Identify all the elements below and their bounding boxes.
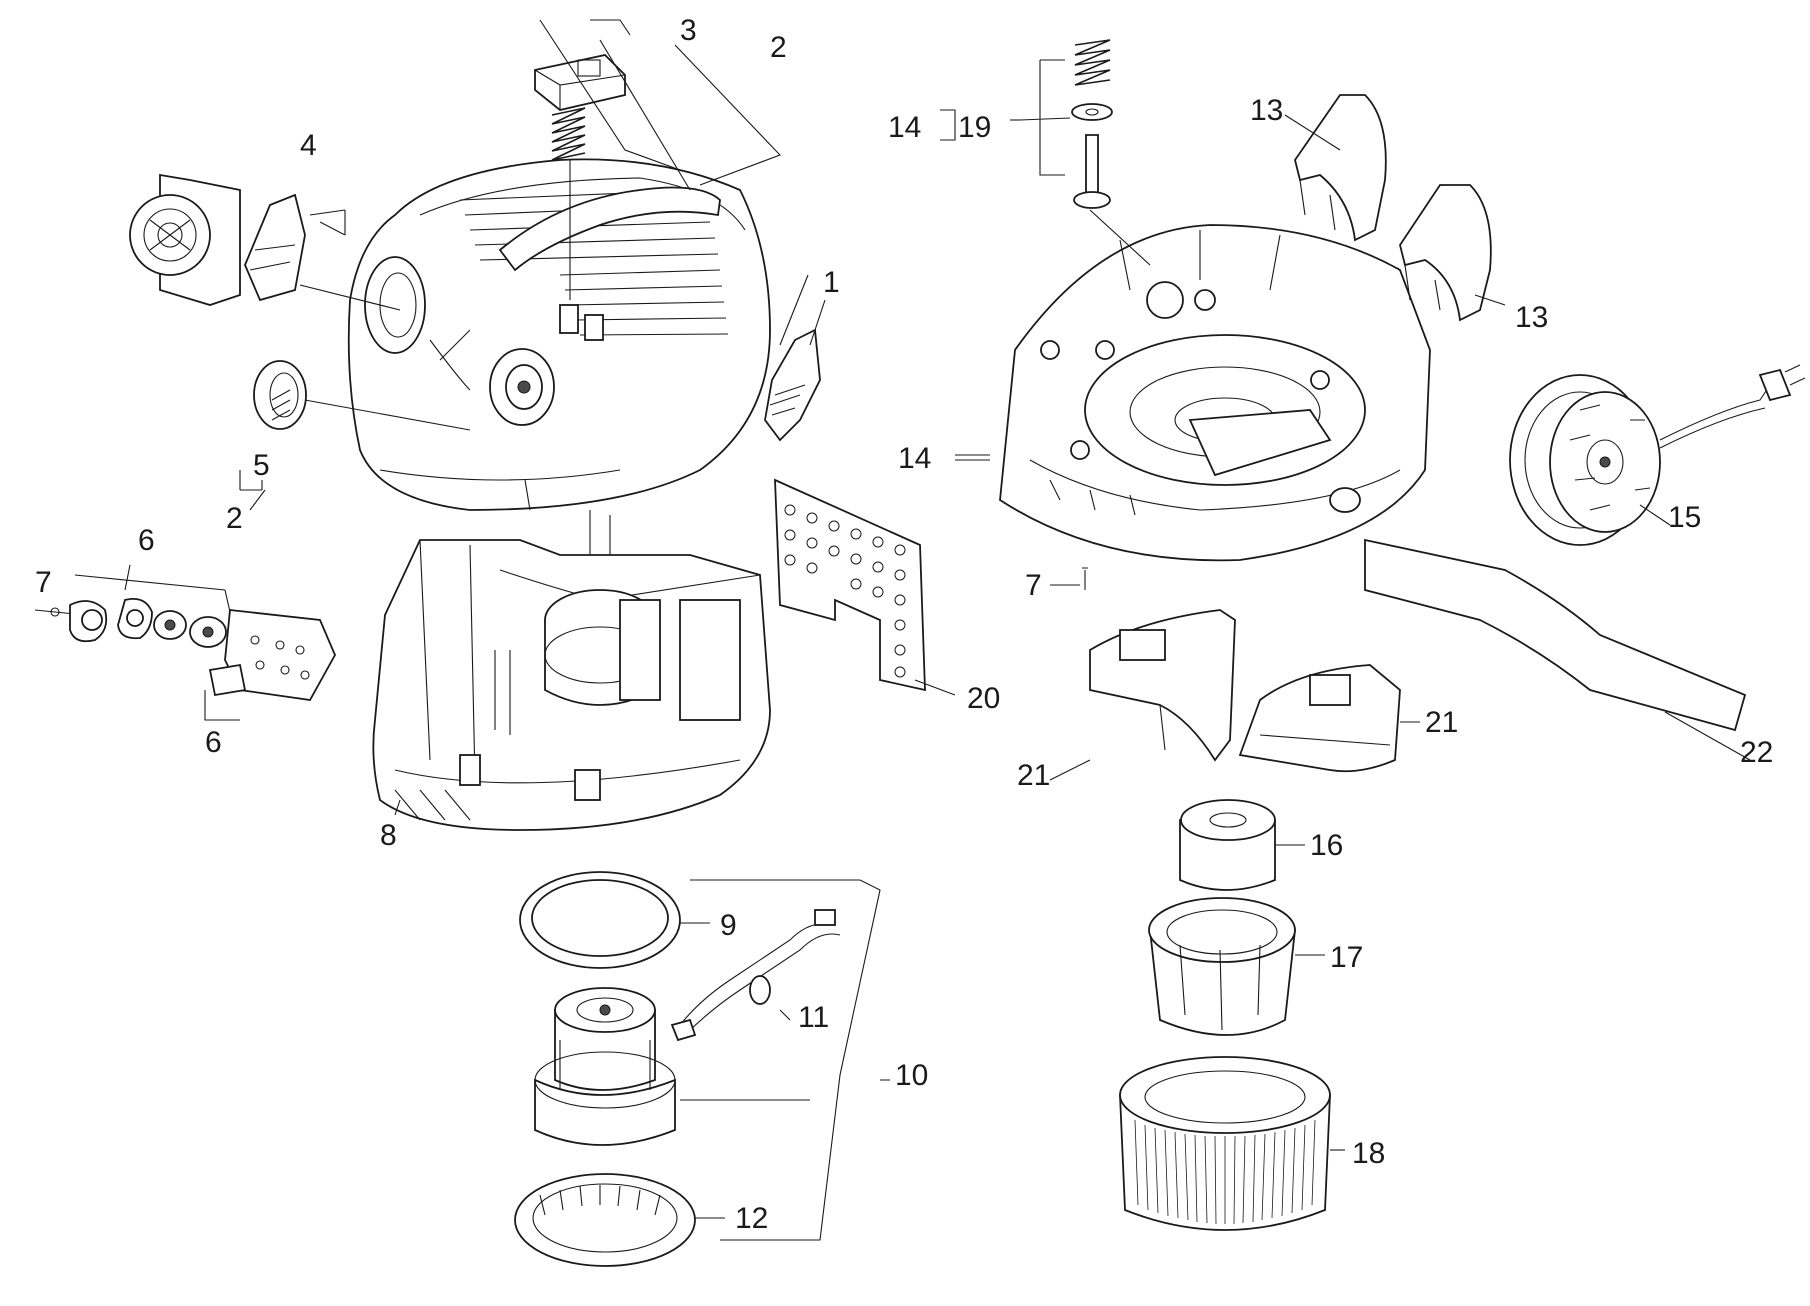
lower-housing bbox=[372, 510, 771, 831]
label-5: 5 bbox=[253, 449, 270, 482]
label-6-bottom: 6 bbox=[205, 726, 222, 759]
blower-assembly bbox=[129, 173, 401, 311]
label-21-left: 21 bbox=[1017, 759, 1050, 792]
label-7-left: 7 bbox=[35, 566, 52, 599]
label-19: 19 bbox=[958, 111, 991, 144]
label-17: 17 bbox=[1330, 941, 1363, 974]
label-13-top: 13 bbox=[1250, 94, 1283, 127]
label-12: 12 bbox=[735, 1202, 768, 1235]
switch-assembly bbox=[34, 574, 337, 721]
label-16: 16 bbox=[1310, 829, 1343, 862]
label-6-top: 6 bbox=[138, 524, 155, 557]
foam-filter bbox=[774, 478, 956, 696]
seal-strip bbox=[1364, 538, 1751, 761]
top-housing bbox=[347, 158, 771, 511]
label-4: 4 bbox=[300, 129, 317, 162]
filter-basket bbox=[1148, 897, 1325, 1036]
group-bracket-10 bbox=[690, 879, 890, 1241]
label-20: 20 bbox=[967, 682, 1000, 715]
label-1: 1 bbox=[823, 266, 840, 299]
part-numbers: 1 2 2 3 4 5 6 6 7 7 8 9 10 11 12 13 13 1… bbox=[35, 14, 1773, 1235]
cartridge-filter bbox=[1119, 1056, 1345, 1231]
wiring-harness bbox=[670, 909, 841, 1042]
hose-holder-upper bbox=[1294, 94, 1387, 242]
foam-ring bbox=[1179, 799, 1305, 891]
label-3: 3 bbox=[680, 14, 697, 47]
label-2-bottom: 2 bbox=[226, 502, 243, 535]
label-9: 9 bbox=[720, 909, 737, 942]
hose-holder-lower bbox=[1399, 184, 1492, 322]
label-22: 22 bbox=[1740, 736, 1773, 769]
cover-right bbox=[1238, 664, 1420, 773]
label-7-right: 7 bbox=[1025, 569, 1042, 602]
cover-left bbox=[1049, 609, 1236, 781]
seal-ring bbox=[514, 1173, 696, 1267]
screw-7 bbox=[1050, 567, 1088, 590]
latch-part bbox=[764, 299, 826, 442]
base-lid bbox=[999, 224, 1431, 562]
leader-lines bbox=[124, 19, 1671, 1219]
gasket-ring bbox=[519, 871, 681, 969]
label-8: 8 bbox=[380, 819, 397, 852]
cable-reel bbox=[1509, 364, 1806, 546]
label-18: 18 bbox=[1352, 1137, 1385, 1170]
motor-assembly bbox=[534, 987, 810, 1146]
label-11: 11 bbox=[798, 1001, 829, 1034]
label-10: 10 bbox=[895, 1059, 928, 1092]
label-14-top: 14 bbox=[888, 111, 921, 144]
knob-part bbox=[253, 360, 471, 431]
label-15: 15 bbox=[1668, 501, 1701, 534]
button-and-spring bbox=[534, 54, 626, 300]
pin-14 bbox=[955, 454, 990, 461]
label-13-bottom: 13 bbox=[1515, 301, 1548, 334]
float-valve bbox=[1019, 39, 1151, 266]
label-14-left: 14 bbox=[898, 442, 931, 475]
label-2-top: 2 bbox=[770, 31, 787, 64]
label-21-right: 21 bbox=[1425, 706, 1458, 739]
